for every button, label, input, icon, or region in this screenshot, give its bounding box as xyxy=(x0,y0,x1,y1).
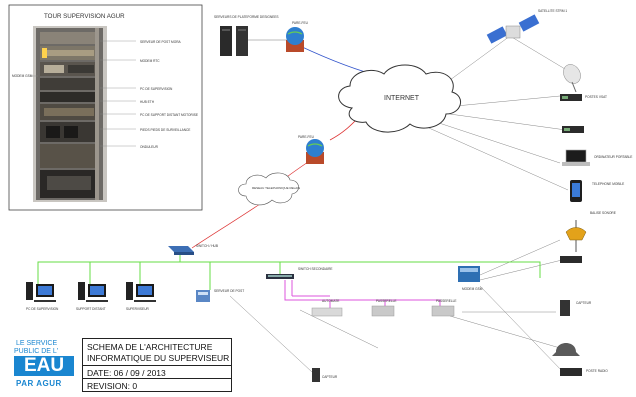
tower-label-7: ONDULEUR xyxy=(140,145,159,149)
pc-3-label: SUPERVISEUR xyxy=(126,307,149,311)
bottom-device-label: CAPTEUR xyxy=(322,375,338,379)
pc-1-icon xyxy=(26,282,56,302)
right-box-2-label: POSTE RADIO xyxy=(586,369,608,373)
tower-cabinet-photo xyxy=(33,26,107,202)
internet-cloud xyxy=(338,64,461,133)
right-radio-2-icon xyxy=(562,126,584,133)
device-2-icon xyxy=(371,305,395,317)
bell-icon xyxy=(552,343,580,356)
device-1-label: AUTOMATE xyxy=(322,299,339,303)
device-1-icon xyxy=(311,307,343,317)
logo-word: EAU xyxy=(14,356,74,376)
firewall-mid-icon xyxy=(306,139,324,164)
date-text: DATE: 06 / 09 / 2013 xyxy=(87,368,166,378)
modem-box-icon xyxy=(458,266,480,282)
device-3-label: PASSERELLE xyxy=(436,299,457,303)
rack-box-label: SERVEUR DE POST xyxy=(214,289,244,293)
satellite-label: SATELLITE STRM 1 xyxy=(538,9,567,13)
tower-title: TOUR SUPERVISION AGUR xyxy=(44,13,125,20)
switch-secondary-icon xyxy=(266,274,294,279)
tower-label-2: MODEM RTC xyxy=(140,59,160,63)
modem-box-label: MODEM GSM xyxy=(462,287,483,291)
tower-label-1: SERVEUR DE POST MORA xyxy=(140,40,181,44)
logo-line-2: PUBLIC DE L' xyxy=(14,348,59,355)
right-box-1-icon xyxy=(560,300,570,316)
firewall-mid-label: PARE-FEU xyxy=(298,135,315,139)
tower-leader-lines xyxy=(30,40,136,147)
title-line-2: INFORMATIQUE DU SUPERVISEUR xyxy=(87,353,230,363)
siren-label: BALISE SONORE xyxy=(590,211,616,215)
satellite-dish-icon xyxy=(563,64,581,93)
firewall-top-label: PARE-FEU xyxy=(292,21,309,25)
tower-modem-label: MODEM GSM xyxy=(12,74,33,78)
tower-label-5: PC DE SUPPORT DISTANT MOTORISE xyxy=(140,113,198,117)
logo: LE SERVICE PUBLIC DE L' EAU PAR AGUR xyxy=(10,338,80,392)
rtc-cloud xyxy=(238,172,299,206)
switch-main-icon xyxy=(168,246,194,255)
servers-label: SERVEURS DE PLATEFORME DESIGNEES xyxy=(214,15,279,19)
titleblock-revision: REVISION: 0 xyxy=(82,378,232,392)
laptop-icon xyxy=(562,149,590,166)
tower-label-3: PC DE SUPERVISION xyxy=(140,87,173,91)
tower-label-6: PIEDS PIEDS DE SURVEILLANCE xyxy=(140,128,190,132)
title-line-1: SCHEMA DE L'ARCHITECTURE xyxy=(87,342,213,352)
vsat-label: POSTES VSAT xyxy=(585,95,607,99)
pc-1-label: PC DE SUPERVISION xyxy=(26,307,59,311)
titleblock-title: SCHEMA DE L'ARCHITECTURE INFORMATIQUE DU… xyxy=(82,338,232,366)
laptop-label: ORDINATEUR PORTABLE xyxy=(594,155,632,159)
right-radio-1-icon xyxy=(560,94,582,101)
titleblock-date: DATE: 06 / 09 / 2013 xyxy=(82,365,232,379)
phone-label: TELEPHONE MOBILE xyxy=(592,182,624,186)
right-box-1-label: CAPTEUR xyxy=(576,301,592,305)
internet-label: INTERNET xyxy=(384,95,420,102)
satellite-icon xyxy=(486,14,540,44)
bottom-device-icon xyxy=(312,368,320,382)
rack-box-icon xyxy=(196,290,210,302)
pc-3-icon xyxy=(126,282,156,302)
logo-line-1: LE SERVICE xyxy=(16,340,58,347)
rtc-label: RESEAU TELEPHONIQUE RELAIS xyxy=(252,186,300,190)
servers-icon xyxy=(220,26,248,56)
firewall-top-icon xyxy=(286,27,304,52)
device-2-label: PASSERELLE xyxy=(376,299,397,303)
pc-2-label: SUPPORT DISTANT xyxy=(76,307,106,311)
mobile-phone-icon xyxy=(570,180,582,202)
siren-icon xyxy=(565,220,587,252)
pc-2-icon xyxy=(78,282,108,302)
tower-label-4: HUB ETH xyxy=(140,100,155,104)
device-3-icon xyxy=(431,305,455,317)
logo-line-3: PAR AGUR xyxy=(16,379,62,388)
right-radio-3-icon xyxy=(560,256,582,263)
right-radio-4-icon xyxy=(560,368,582,376)
switch-main-label: SWITCH / HUB xyxy=(196,244,218,248)
revision-text: REVISION: 0 xyxy=(87,381,138,391)
switch-secondary-label: SWITCH SECONDAIRE xyxy=(298,267,333,271)
